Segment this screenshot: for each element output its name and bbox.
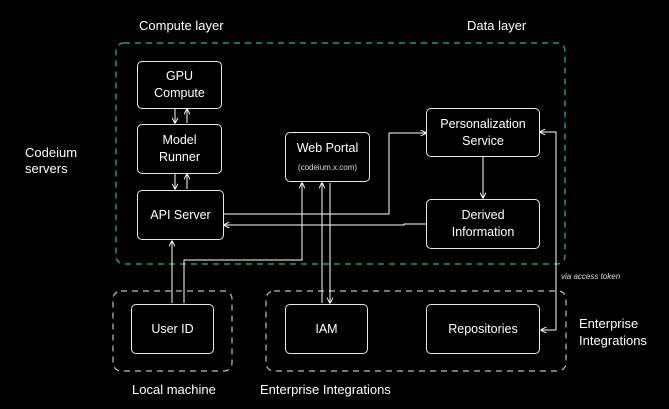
arrow-api-to-web <box>183 183 302 303</box>
personalization-service-node: Personalization Service <box>426 108 540 157</box>
web-portal-label: Web Portal <box>296 141 359 156</box>
arrow-derived-to-api <box>224 224 426 225</box>
derived-information-node: Derived Information <box>426 199 540 249</box>
iam-label: IAM <box>315 321 338 336</box>
user-id-node: User ID <box>131 304 214 354</box>
enterprise-integrations-right-label-line1: Enterprise <box>579 316 639 331</box>
model-runner-node: Model Runner <box>137 124 222 174</box>
gpu-compute-line2: Compute <box>154 86 205 100</box>
derived-line1: Derived <box>461 208 505 223</box>
enterprise-integrations-bottom-label: Enterprise Integrations <box>260 382 391 397</box>
enterprise-integrations-right-label-line2: Integrations <box>579 333 647 348</box>
data-layer-label: Data layer <box>467 18 527 33</box>
derived-line2: Information <box>451 225 515 239</box>
gpu-compute-line1: GPU <box>165 69 194 84</box>
user-id-label: User ID <box>151 321 194 336</box>
web-portal-node: Web Portal (codeium.x.com) <box>285 132 370 182</box>
arrow-repos-to-personalization <box>540 132 557 330</box>
personalization-line2: Service <box>462 133 504 148</box>
api-server-label: API Server <box>150 207 211 222</box>
codeium-servers-region <box>115 42 566 265</box>
codeium-servers-label-line1: Codeium <box>25 145 78 160</box>
repositories-node: Repositories <box>426 304 540 354</box>
compute-layer-label: Compute layer <box>139 18 224 33</box>
iam-node: IAM <box>285 304 368 354</box>
codeium-servers-label-line2: servers <box>25 161 68 176</box>
gpu-compute-node: GPU Compute <box>137 61 222 109</box>
repositories-label: Repositories <box>448 321 518 336</box>
personalization-line1: Personalization <box>440 116 526 131</box>
local-machine-region <box>112 290 233 372</box>
api-server-node: API Server <box>137 190 224 240</box>
via-access-token-note: via access token <box>561 272 621 281</box>
model-runner-line1: Model <box>162 133 197 148</box>
arrow-api-to-personalization <box>224 133 426 215</box>
model-runner-line2: Runner <box>159 150 200 164</box>
web-portal-url: (codeium.x.com) <box>297 163 358 173</box>
local-machine-label: Local machine <box>132 382 216 397</box>
